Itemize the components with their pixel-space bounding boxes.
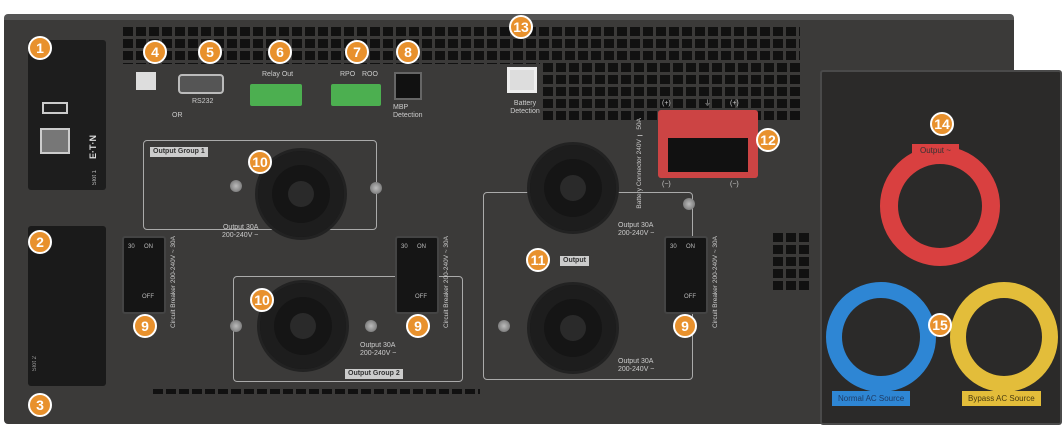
bottom-vent	[150, 386, 480, 394]
rating-line: 200-240V ~	[618, 366, 655, 373]
screw-icon	[370, 182, 382, 194]
breaker-rating: 30	[128, 244, 135, 250]
rating-line: 200-240V ~	[222, 232, 259, 239]
callout-14: 14	[930, 112, 954, 136]
breaker-rating: 30	[401, 244, 408, 250]
callout-1: 1	[28, 36, 52, 60]
circuit-breaker-label-2: Circuit Breaker 200-240V ~ 30A	[443, 236, 450, 328]
callout-8: 8	[396, 40, 420, 64]
callout-3: 3	[28, 393, 52, 417]
battery-plus-label-2: (+)	[730, 100, 739, 107]
top-vent	[120, 24, 800, 64]
breaker-rating: 30	[670, 244, 677, 250]
battery-detection-port[interactable]	[507, 67, 537, 93]
battery-minus-label: (−)	[662, 181, 671, 188]
callout-6: 6	[268, 40, 292, 64]
circuit-breaker-3[interactable]: 30 ON OFF	[664, 236, 708, 314]
output-group-2-label: Output Group 2	[345, 369, 403, 379]
battery-connector[interactable]	[658, 110, 758, 178]
callout-15: 15	[928, 313, 952, 337]
battery-ground-label: ⏚	[704, 100, 711, 107]
mbp-detection-label: MBP Detection	[393, 104, 423, 119]
breaker-off: OFF	[415, 294, 427, 300]
screw-icon	[498, 320, 510, 332]
rs232-label: RS232	[192, 98, 214, 105]
circuit-breaker-label-3: Circuit Breaker 200-240V ~ 30A	[712, 236, 719, 328]
screw-icon	[365, 320, 377, 332]
mbp-detection-port[interactable]	[394, 72, 422, 100]
callout-5: 5	[198, 40, 222, 64]
rpo-roo-terminal[interactable]	[331, 84, 381, 106]
callout-9: 9	[406, 314, 430, 338]
callout-4: 4	[143, 40, 167, 64]
callout-10: 10	[250, 288, 274, 312]
normal-ac-source-label: Normal AC Source	[832, 391, 911, 406]
callout-11: 11	[526, 248, 550, 272]
output-ring-label: Output ~	[912, 144, 959, 157]
rating-line: Output 30A	[618, 358, 654, 365]
callout-2: 2	[28, 230, 52, 254]
normal-ac-ring	[826, 282, 936, 392]
slot-1-label: Slot 1	[92, 170, 98, 186]
usb-port[interactable]	[42, 102, 68, 114]
breaker-on: ON	[417, 244, 426, 250]
battery-detection-label: Battery Detection	[510, 100, 540, 115]
circuit-breaker-label-1: Circuit Breaker 200-240V ~ 30A	[170, 236, 177, 328]
breaker-off: OFF	[684, 294, 696, 300]
screw-icon	[230, 320, 242, 332]
rating-line: 200-240V ~	[618, 230, 655, 237]
rs232-port[interactable]	[178, 74, 224, 94]
screw-icon	[683, 198, 695, 210]
breaker-on: ON	[686, 244, 695, 250]
network-card-slot-1: E·T·N Slot 1	[28, 40, 106, 190]
circuit-breaker-2[interactable]: 30 ON OFF	[395, 236, 439, 314]
callout-10: 10	[248, 150, 272, 174]
relay-out-label: Relay Out	[262, 71, 294, 78]
output-group-1-label: Output Group 1	[150, 147, 208, 157]
side-vent	[770, 230, 810, 290]
callout-13: 13	[509, 15, 533, 39]
breaker-off: OFF	[142, 294, 154, 300]
output-receptacle-lower[interactable]	[527, 282, 619, 374]
callout-12: 12	[756, 128, 780, 152]
bypass-ac-ring	[950, 282, 1058, 392]
usb-b-port[interactable]	[136, 72, 156, 90]
rating-line: 200-240V ~	[360, 350, 397, 357]
rpo-label: RPO	[340, 71, 356, 78]
battery-minus-label-2: (−)	[730, 181, 739, 188]
rating-line: Output 30A	[360, 342, 396, 349]
output-receptacle-group-2[interactable]	[257, 280, 349, 372]
battery-plus-label: (+)	[662, 100, 671, 107]
bypass-ac-source-label: Bypass AC Source	[962, 391, 1041, 406]
relay-out-terminal[interactable]	[250, 84, 302, 106]
eaton-logo: E·T·N	[88, 135, 98, 159]
output-ring	[880, 146, 1000, 266]
breaker-on: ON	[144, 244, 153, 250]
roo-label: ROO	[362, 71, 378, 78]
ethernet-port[interactable]	[40, 128, 70, 154]
or-label: OR	[172, 112, 183, 119]
output-receptacle-upper[interactable]	[527, 142, 619, 234]
screw-icon	[230, 180, 242, 192]
callout-9: 9	[673, 314, 697, 338]
rating-line: Output 30A	[618, 222, 654, 229]
callout-9: 9	[133, 314, 157, 338]
circuit-breaker-1[interactable]: 30 ON OFF	[122, 236, 166, 314]
callout-7: 7	[345, 40, 369, 64]
rating-line: Output 30A	[222, 224, 259, 231]
slot-2-label: Slot 2	[32, 356, 38, 372]
output-label: Output	[560, 256, 589, 266]
